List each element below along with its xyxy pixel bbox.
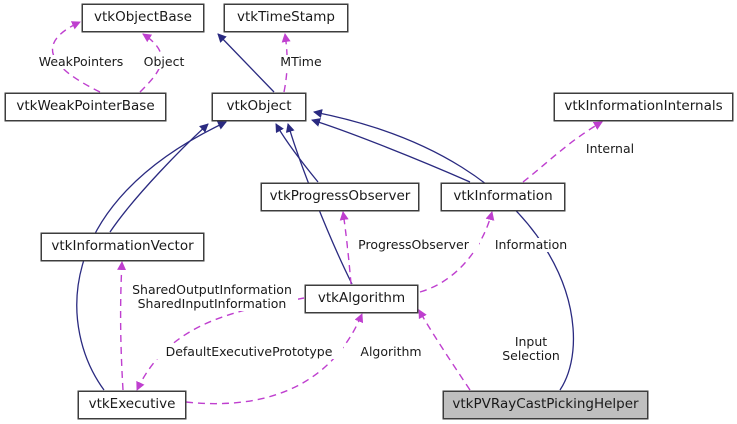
class-node-vtkInformation[interactable]: vtkInformation — [441, 183, 565, 211]
edge-label-internal: Internal — [581, 142, 639, 156]
edge-vtkObject-to-vtkObjectBase — [217, 33, 275, 93]
edge-progressobserver — [339, 211, 352, 285]
class-node-vtkObject[interactable]: vtkObject — [212, 93, 306, 121]
edge-label-mtime: MTime — [276, 55, 326, 69]
edge-vtkProgressObserver-to-vtkObject — [275, 123, 319, 183]
class-node-label: vtkInformation — [453, 188, 553, 205]
edge-object — [139, 33, 163, 93]
class-node-label: vtkWeakPointerBase — [16, 98, 155, 115]
edge-information — [419, 211, 495, 293]
class-node-label: vtkInformationInternals — [564, 98, 723, 115]
edge-label-weakpointers: WeakPointers — [28, 55, 134, 69]
edge-label-sharedinformation: SharedOutputInformation SharedInputInfor… — [126, 283, 298, 311]
edge-sharedinfo — [117, 261, 127, 391]
edge-algorithm — [185, 313, 364, 405]
class-node-label: vtkProgressObserver — [269, 188, 411, 205]
class-node-vtkAlgorithm[interactable]: vtkAlgorithm — [305, 285, 418, 313]
class-node-label: vtkObject — [226, 98, 292, 115]
class-node-vtkInformationVector[interactable]: vtkInformationVector — [41, 233, 204, 261]
edge-label-object: Object — [139, 55, 189, 69]
edge-vtkExecutive-to-vtkObject — [76, 121, 227, 391]
class-node-vtkObjectBase[interactable]: vtkObjectBase — [82, 4, 204, 32]
edge-vtkInformationVector-to-vtkObject — [109, 123, 209, 233]
class-node-vtkProgressObserver[interactable]: vtkProgressObserver — [261, 183, 419, 211]
edge-label-algorithm: Algorithm — [356, 345, 426, 359]
class-node-label: vtkObjectBase — [94, 9, 192, 26]
edge-label-progressobserver: ProgressObserver — [348, 238, 479, 252]
class-node-vtkWeakPointerBase[interactable]: vtkWeakPointerBase — [5, 93, 166, 121]
edge-vtkInformation-to-vtkObject — [311, 118, 471, 183]
edge-internal — [522, 121, 603, 183]
class-node-label: vtkPVRayCastPickingHelper — [452, 396, 639, 413]
edge-weakpointers — [51, 21, 101, 93]
edge-label-inputselection: Input Selection — [496, 335, 566, 363]
class-node-vtkInformationInternals[interactable]: vtkInformationInternals — [554, 93, 733, 121]
class-node-label: vtkExecutive — [88, 396, 176, 413]
edge-inputselection — [418, 309, 471, 391]
class-node-vtkPVRayCastPickingHelper[interactable]: vtkPVRayCastPickingHelper — [443, 391, 648, 419]
class-node-label: vtkInformationVector — [51, 238, 194, 255]
class-node-label: vtkTimeStamp — [237, 9, 335, 26]
association-edges — [51, 21, 603, 405]
edge-label-defaultexecutiveprototype: DefaultExecutivePrototype — [155, 345, 343, 359]
edge-label-information: Information — [490, 238, 572, 252]
class-node-label: vtkAlgorithm — [317, 290, 406, 307]
class-node-vtkTimeStamp[interactable]: vtkTimeStamp — [224, 4, 348, 32]
class-node-vtkExecutive[interactable]: vtkExecutive — [78, 391, 186, 419]
